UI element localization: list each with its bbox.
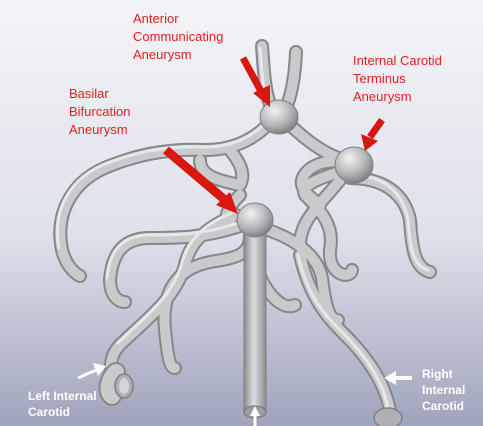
- basilar-bifurcation-aneurysm-label: Basilar Bifurcation Aneurysm: [69, 85, 130, 139]
- right-internal-carotid-vessel: [374, 408, 402, 426]
- anterior-communicating-aneurysm-label: Anterior Communicating Aneurysm: [133, 10, 223, 64]
- basilar-artery: [244, 228, 266, 418]
- internal-carotid-terminus-aneurysm-bulb: [335, 147, 373, 183]
- basilar-bifurcation-aneurysm-bulb: [237, 203, 273, 237]
- internal-carotid-terminus-aneurysm-label: Internal Carotid Terminus Aneurysm: [353, 52, 442, 106]
- left-internal-carotid-label: Left Internal Carotid: [28, 388, 97, 420]
- right-internal-carotid-label: Right Internal Carotid: [422, 366, 465, 414]
- anterior-communicating-aneurysm-bulb: [260, 100, 298, 134]
- left-internal-carotid-vessel: [109, 372, 133, 398]
